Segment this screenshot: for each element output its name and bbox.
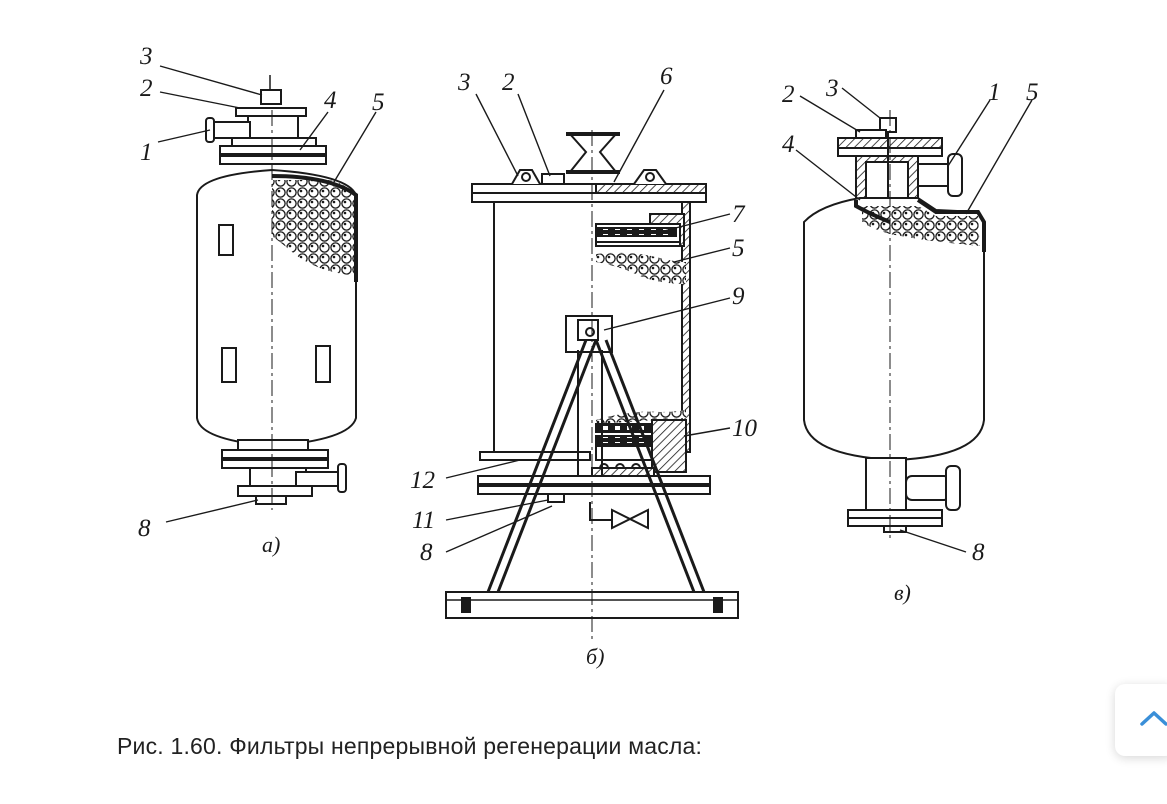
- subfigure-a: [157, 65, 377, 523]
- callout-b-3: 3: [457, 69, 471, 96]
- callout-c-3: 3: [825, 75, 839, 102]
- callout-a-8: 8: [138, 515, 151, 542]
- figure-caption: Рис. 1.60. Фильтры непрерывной регенерац…: [117, 733, 703, 759]
- callout-b-2: 2: [502, 69, 515, 96]
- callout-c-2: 2: [782, 81, 795, 108]
- callout-a-3: 3: [139, 43, 153, 70]
- callout-a-4: 4: [324, 87, 337, 114]
- callout-c-5: 5: [1026, 79, 1039, 106]
- callout-b-12: 12: [410, 467, 435, 494]
- callout-b-6: 6: [660, 63, 673, 90]
- callout-labels: 3 2 1 4 5 8 3 2 6 7 5 9 10 12 11 8 2 3 1…: [138, 43, 1039, 566]
- callout-a-1: 1: [140, 139, 153, 166]
- subfigure-c: [795, 87, 1033, 553]
- callout-b-10: 10: [732, 415, 758, 442]
- callout-c-8: 8: [972, 539, 985, 566]
- callout-b-11: 11: [412, 507, 435, 534]
- callout-b-8: 8: [420, 539, 433, 566]
- callout-b-7: 7: [732, 201, 746, 228]
- callout-b-9: 9: [732, 283, 745, 310]
- scroll-to-top-button[interactable]: [1115, 684, 1167, 756]
- chevron-up-icon: [1140, 711, 1167, 726]
- subfigure-label-c: в): [894, 580, 911, 605]
- callout-a-5: 5: [372, 89, 385, 116]
- subfigure-label-a: а): [262, 532, 280, 557]
- callout-a-2: 2: [140, 75, 153, 102]
- callout-c-4: 4: [782, 131, 795, 158]
- subfigure-b: [445, 89, 739, 640]
- subfigure-label-b: б): [586, 644, 604, 669]
- callout-c-1: 1: [988, 79, 1001, 106]
- callout-b-5: 5: [732, 235, 745, 262]
